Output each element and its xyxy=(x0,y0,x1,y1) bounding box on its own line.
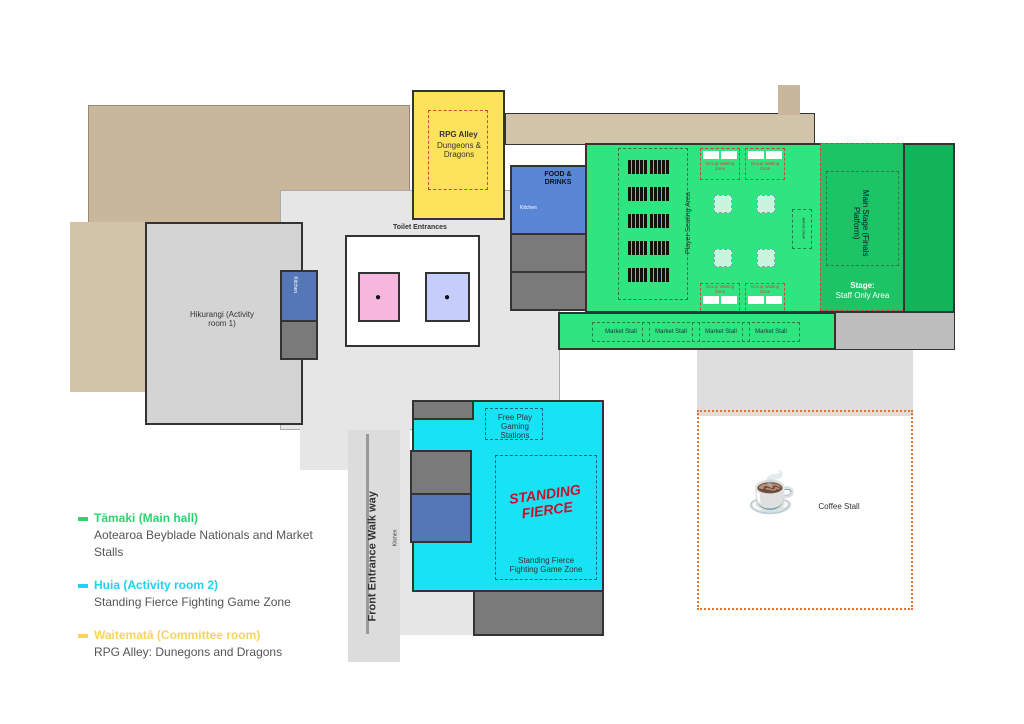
player-seating-label: Player Seating Area xyxy=(684,192,692,254)
rpg-alley-room: RPG Alley Dungeons & Dragons xyxy=(412,90,505,220)
legend-item-waitemata: Waitematā (Committee room) RPG Alley: Du… xyxy=(78,627,282,661)
rpg-subtitle: Dungeons & Dragons xyxy=(436,141,482,160)
outdoor-area xyxy=(835,312,955,350)
toilet-entrances-label: Toilet Entrances xyxy=(393,224,447,231)
main-stage-label: Main Stage (Finals Platform) xyxy=(852,189,871,257)
storage-room xyxy=(280,320,318,360)
walkway-label: Front Entrance Walk way xyxy=(366,491,379,622)
admin-desk: Admin Desk xyxy=(792,209,812,249)
storage-room xyxy=(510,271,587,311)
storage-room xyxy=(510,233,587,273)
exterior-deck xyxy=(778,85,800,115)
market-stall: Market Stall xyxy=(742,322,800,342)
fighting-zone-label: Standing Fierce Fighting Game Zone xyxy=(509,556,583,575)
exterior-deck xyxy=(505,113,815,145)
player-seating-area: Player Seating Area xyxy=(618,148,692,300)
kitchen-label: Kitchen xyxy=(520,205,537,211)
toilet-icon: ● xyxy=(444,292,451,303)
standing-fierce-logo: Standing Fierce xyxy=(508,481,582,522)
toilet-male[interactable]: ● xyxy=(425,272,470,322)
beyblade-stadium xyxy=(714,195,732,213)
market-stall: Market Stall xyxy=(592,322,650,342)
arrow-up-icon xyxy=(366,434,369,634)
rpg-title: RPG Alley xyxy=(439,130,478,139)
market-stall: Market Stall xyxy=(642,322,700,342)
market-stall-area xyxy=(558,312,836,350)
coffee-cup-icon: ☕ xyxy=(747,471,797,515)
kitchen-label: Kitchen xyxy=(392,529,399,547)
stage-title: Stage: xyxy=(850,281,875,290)
kitchen-room xyxy=(410,493,472,543)
coffee-stall-area: ☕ Coffee Stall xyxy=(697,410,913,610)
side-room xyxy=(903,143,955,313)
group-waiting-zone: Group Waiting Zone xyxy=(700,283,740,315)
group-waiting-zone: Group Waiting Zone xyxy=(745,283,785,315)
outdoor-area xyxy=(697,350,913,416)
group-waiting-zone: Group Waiting Zone xyxy=(700,148,740,180)
stage-subtitle: Staff Only Area xyxy=(835,291,890,300)
main-stage: Main Stage (Finals Platform) Stage: Staf… xyxy=(820,143,905,311)
front-entrance-walkway: Front Entrance Walk way xyxy=(348,430,400,662)
coffee-stall-label: Coffee Stall xyxy=(818,502,860,511)
storage-room xyxy=(412,400,474,420)
fighting-zone: Standing Fierce Standing Fierce Fighting… xyxy=(495,455,597,580)
storage-room xyxy=(410,450,472,495)
toilet-female[interactable]: ● xyxy=(358,272,400,322)
beyblade-stadium xyxy=(714,249,732,267)
toilet-icon: ● xyxy=(375,292,382,303)
legend-item-huia: Huia (Activity room 2) Standing Fierce F… xyxy=(78,577,291,611)
beyblade-stadium xyxy=(757,195,775,213)
hikurangi-label: Hikurangi (Activity room 1) xyxy=(189,310,254,329)
storage-room xyxy=(473,590,604,636)
group-waiting-zone: Group Waiting Zone xyxy=(745,148,785,180)
kitchen-label: Kitchen xyxy=(292,276,299,294)
food-drinks-label: FOOD & DRINKS xyxy=(544,171,572,187)
kitchen-room: Kitchen xyxy=(280,270,318,322)
market-stall: Market Stall xyxy=(692,322,750,342)
legend-item-tamaki: Tāmaki (Main hall) Aotearoa Beyblade Nat… xyxy=(78,510,314,561)
beyblade-stadium xyxy=(757,249,775,267)
free-play-stations: Free Play Gaming Stations xyxy=(485,408,543,440)
food-drinks-room: FOOD & DRINKS xyxy=(510,165,587,235)
